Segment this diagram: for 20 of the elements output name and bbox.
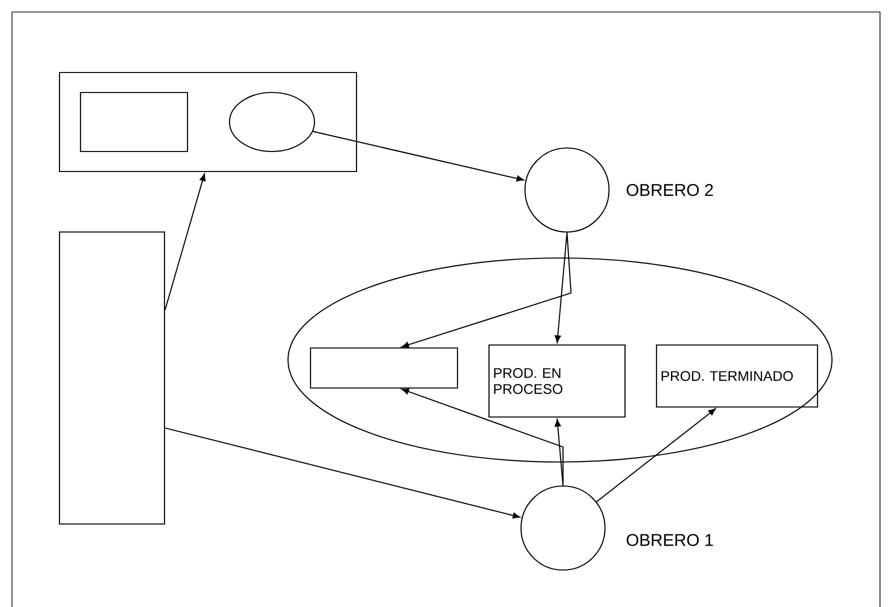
box <box>58 231 166 525</box>
arrow <box>164 174 206 310</box>
arrow <box>402 388 564 486</box>
node-label: OBRERO 2 <box>626 184 713 196</box>
arrow <box>596 408 716 502</box>
process-box: PROD. TERMINADO <box>656 344 818 408</box>
process-box: PROD. EN PROCESO <box>488 344 626 418</box>
circle <box>520 485 606 571</box>
box <box>80 92 188 152</box>
ellipse <box>287 257 833 463</box>
box <box>58 72 358 172</box>
box <box>310 347 458 389</box>
arrow <box>402 232 572 348</box>
arrow <box>554 419 564 486</box>
ellipse <box>228 92 316 152</box>
arrow <box>554 232 568 343</box>
arrow <box>164 427 520 519</box>
circle <box>524 147 610 233</box>
arrow <box>312 130 524 182</box>
node-label: OBRERO 1 <box>626 534 713 546</box>
